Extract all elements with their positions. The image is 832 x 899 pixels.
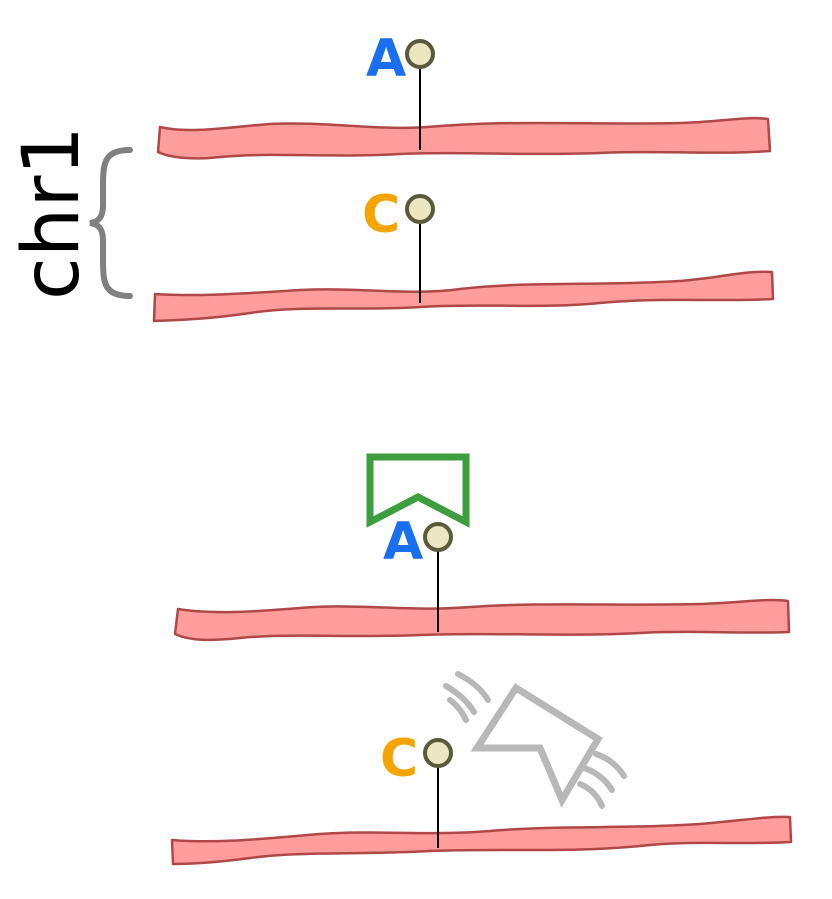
snp-marker — [423, 522, 453, 552]
snp-marker — [405, 39, 435, 69]
moving-arrow-icon — [443, 671, 627, 809]
allele-label-top-lower: C — [362, 185, 400, 245]
chromosome-strand-bottom-upper — [173, 598, 791, 642]
allele-label-top-upper: A — [366, 29, 406, 89]
selected-arrow-icon — [366, 453, 470, 528]
snp-marker — [405, 194, 435, 224]
chromosome-bracket — [89, 147, 133, 299]
chromosome-strand-bottom-lower — [170, 815, 793, 866]
allele-label-bottom-upper: A — [383, 512, 423, 572]
snp-marker — [423, 738, 453, 768]
chromosome-strand-top-upper — [156, 116, 772, 160]
chromosome-strand-top-lower — [152, 270, 775, 323]
allele-label-bottom-lower: C — [380, 729, 418, 789]
chromosome-label: chr1 — [7, 126, 97, 300]
